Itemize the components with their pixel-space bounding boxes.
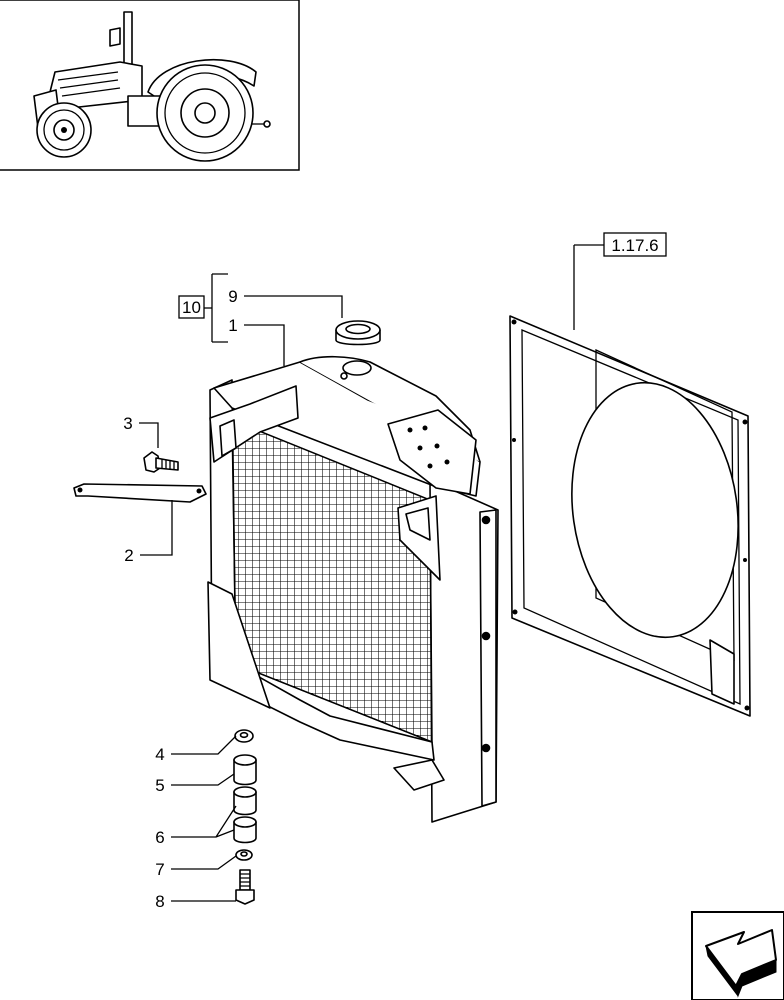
callout-9: 9 bbox=[228, 287, 237, 306]
washer-4 bbox=[234, 729, 254, 743]
spacer-6-upper bbox=[233, 786, 257, 816]
callout-5: 5 bbox=[155, 776, 164, 795]
callout-4: 4 bbox=[155, 745, 164, 764]
tractor-thumbnail-icon bbox=[33, 11, 271, 162]
spacer-6-lower bbox=[233, 816, 257, 844]
callout-ref-box: 1.17.6 bbox=[603, 232, 667, 257]
radiator-cap bbox=[335, 320, 381, 346]
fan-shroud bbox=[509, 315, 751, 717]
radiator-assembly bbox=[207, 355, 499, 823]
bolt-8 bbox=[235, 869, 255, 905]
callout-7: 7 bbox=[155, 860, 164, 879]
callout-1: 1 bbox=[228, 316, 237, 335]
callout-kit-box: 10 bbox=[178, 295, 205, 319]
tractor-thumbnail-frame bbox=[0, 0, 300, 171]
page-arrow-icon[interactable] bbox=[691, 911, 784, 1000]
callout-8: 8 bbox=[155, 892, 164, 911]
leader-lines bbox=[139, 244, 604, 902]
spacer-5 bbox=[233, 754, 257, 786]
callout-3: 3 bbox=[123, 414, 132, 433]
callout-ref-label: 1.17.6 bbox=[611, 236, 658, 255]
callout-6: 6 bbox=[155, 828, 164, 847]
bolt-3 bbox=[143, 451, 179, 473]
callout-2: 2 bbox=[124, 546, 133, 565]
callout-kit-label: 10 bbox=[182, 298, 201, 317]
stay-rod bbox=[73, 483, 207, 503]
washer-7 bbox=[235, 849, 253, 861]
